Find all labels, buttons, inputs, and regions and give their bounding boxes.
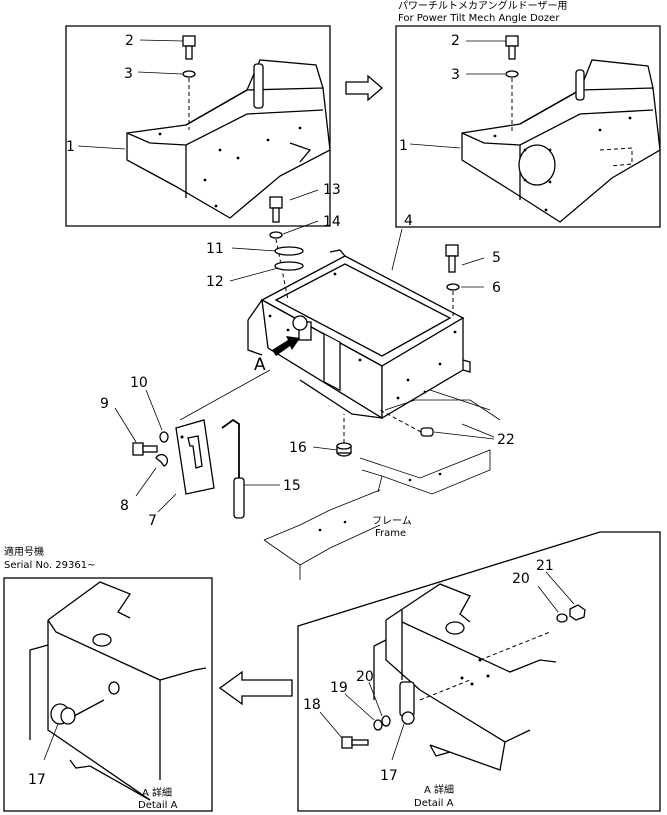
panel-bottom-left: 17 A 詳細 Detail A <box>3 577 213 812</box>
bolt-5 <box>445 244 460 318</box>
caption-detail-left-en: Detail A <box>138 800 178 811</box>
callout-2b: 2 <box>451 33 460 49</box>
callout-19: 19 <box>330 680 348 696</box>
bolt-2-right <box>505 35 519 132</box>
nut-21 <box>569 604 586 621</box>
callout-18: 18 <box>303 697 321 713</box>
washer-20-lower <box>381 715 391 727</box>
bolt-13 <box>269 196 304 301</box>
callout-6: 6 <box>492 280 501 296</box>
callout-8: 8 <box>120 498 129 514</box>
callout-13: 13 <box>323 182 341 198</box>
callout-10: 10 <box>130 375 148 391</box>
arrow-right-icon <box>345 74 383 102</box>
callout-5: 5 <box>492 250 501 266</box>
detail-right-bracket <box>373 583 557 771</box>
callout-16: 16 <box>289 440 307 456</box>
box-part-4 <box>247 249 471 420</box>
callout-15: 15 <box>283 478 301 494</box>
callout-4: 4 <box>404 213 413 229</box>
caption-detail-right-en: Detail A <box>414 798 454 809</box>
callout-20a: 20 <box>512 571 530 587</box>
caption-detail-right-jp: A 詳細 <box>424 783 454 796</box>
callout-3b: 3 <box>451 67 460 83</box>
callout-2a: 2 <box>125 33 134 49</box>
callout-9: 9 <box>100 396 109 412</box>
handle-15 <box>221 418 245 519</box>
callout-1b: 1 <box>399 138 408 154</box>
mount-16 <box>336 414 352 457</box>
bolt-2-left <box>182 35 196 130</box>
callout-17a: 17 <box>28 772 46 788</box>
arrow-left-icon <box>218 670 293 706</box>
callout-12: 12 <box>206 274 224 290</box>
washer-20-upper <box>556 613 568 623</box>
callout-20b: 20 <box>356 669 374 685</box>
panel-bottom-right: 18 19 20 20 21 17 A 詳細 Detail A <box>297 531 661 812</box>
caption-frame-jp: フレーム <box>372 515 412 527</box>
caption-serial-en: Serial No. 29361~ <box>4 560 95 571</box>
callout-1a: 1 <box>66 139 75 155</box>
plate-7 <box>175 419 215 495</box>
bolt-9 <box>132 431 169 467</box>
caption-top-right-jp: パワーチルトメカアングルドーザー用 <box>398 0 567 12</box>
panel-top-left: 2 3 1 <box>65 25 331 227</box>
callout-21: 21 <box>536 558 554 574</box>
frame-outline <box>263 389 501 580</box>
pin-22 <box>379 409 434 437</box>
caption-top-right-en: For Power Tilt Mech Angle Dozer <box>398 13 560 24</box>
callout-11: 11 <box>206 241 224 257</box>
bolt-18 <box>341 736 369 749</box>
callout-7: 7 <box>148 513 157 529</box>
view-a-arrow-icon <box>272 336 300 356</box>
callout-17b: 17 <box>380 768 398 784</box>
panel-top-right: 2 3 1 <box>395 25 661 228</box>
callout-22: 22 <box>497 432 515 448</box>
detail-left-bracket <box>29 581 207 801</box>
callout-14: 14 <box>323 214 341 230</box>
caption-frame-en: Frame <box>375 528 406 539</box>
caption-detail-left-jp: A 詳細 <box>142 786 172 799</box>
washer-19 <box>373 719 383 731</box>
callout-3a: 3 <box>124 66 133 82</box>
caption-serial-jp: 適用号機 <box>4 545 44 558</box>
view-marker-a: A <box>254 355 266 375</box>
cover-part-left <box>126 59 331 219</box>
cover-part-right <box>461 59 661 223</box>
